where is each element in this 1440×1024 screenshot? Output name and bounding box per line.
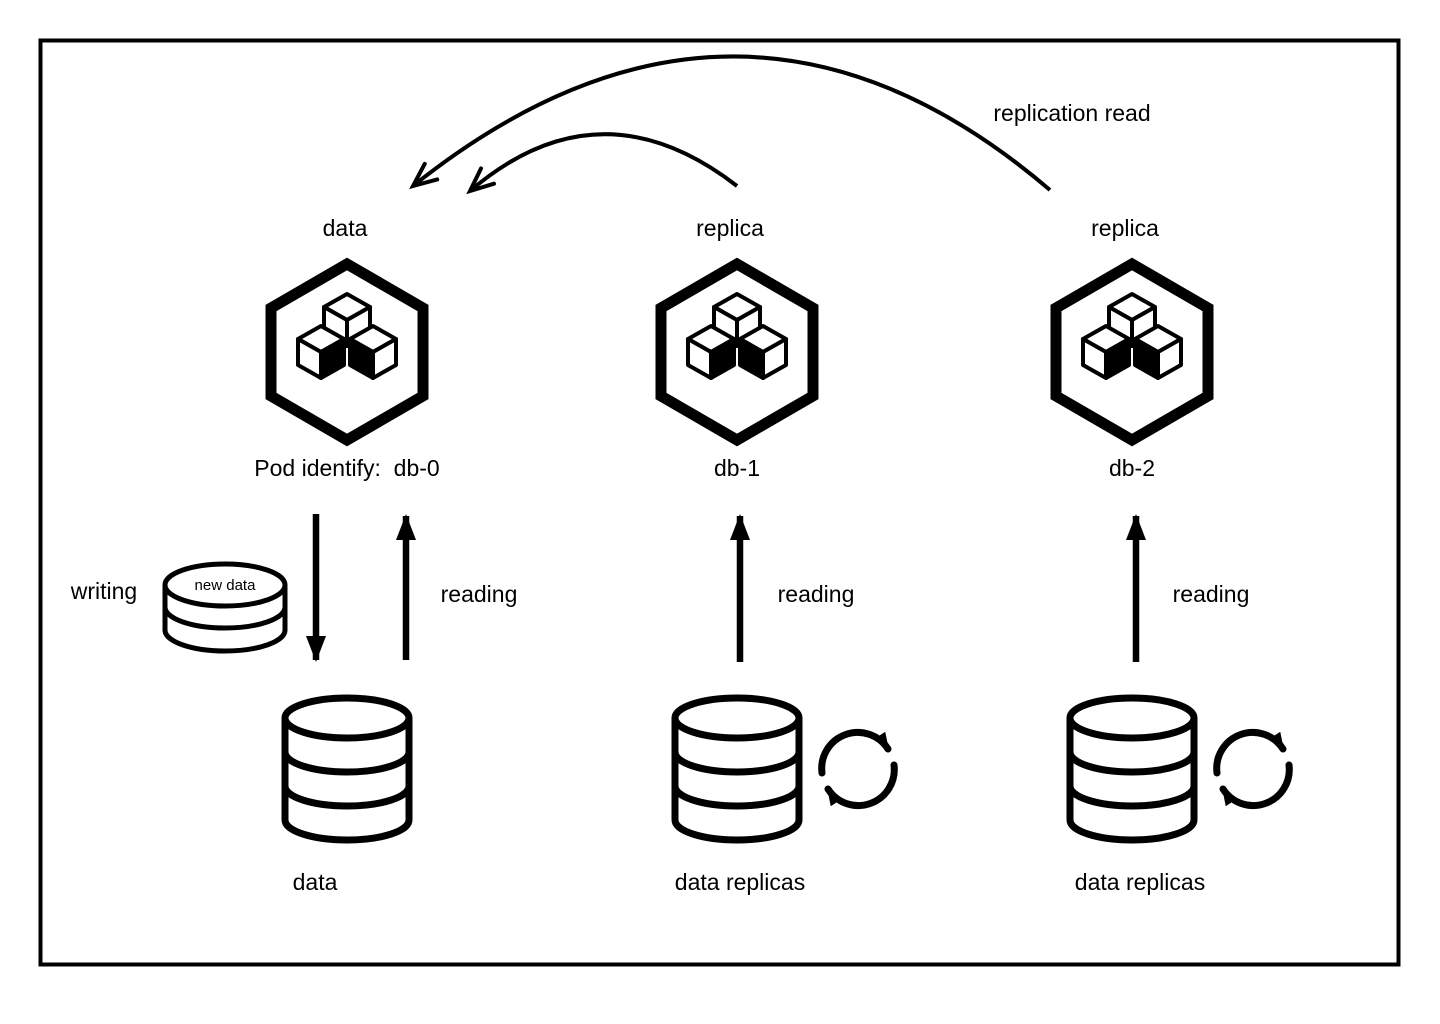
pod-role-label-db0: data (322, 215, 368, 241)
replication-read-arc-db2 (409, 54, 1052, 192)
pod-icon-db1 (661, 264, 813, 440)
pod-icon-db2 (1056, 264, 1208, 440)
diagram-frame (38, 38, 1401, 967)
pod-role-label-db2: replica (1091, 215, 1159, 241)
pod-role-label-db1: replica (696, 215, 764, 241)
reading-label-db2: reading (1172, 581, 1250, 607)
pod-identity-label-db1: db-1 (713, 455, 761, 481)
reading-label-db0: reading (440, 581, 518, 607)
replication-read-arc-db1 (466, 132, 739, 195)
database-cylinder-db1 (675, 698, 799, 840)
pod-identity-label-db2: db-2 (1108, 455, 1156, 481)
sync-arrows-icon-db2 (1217, 732, 1290, 805)
sync-arrows-icon-db1 (822, 732, 895, 805)
storage-label-db0: data (292, 869, 338, 895)
writing-label: writing (70, 578, 138, 604)
database-cylinder-db2 (1070, 698, 1194, 840)
database-cylinder-db0 (285, 698, 409, 840)
storage-label-db1: data replicas (674, 869, 806, 895)
storage-label-db2: data replicas (1074, 869, 1206, 895)
new-data-label: new data (194, 577, 256, 594)
pod-identity-label-db0: Pod identify: db-0 (254, 455, 440, 481)
pod-icon-db0 (271, 264, 423, 440)
replication-read-label: replication read (993, 100, 1151, 126)
reading-label-db1: reading (777, 581, 855, 607)
